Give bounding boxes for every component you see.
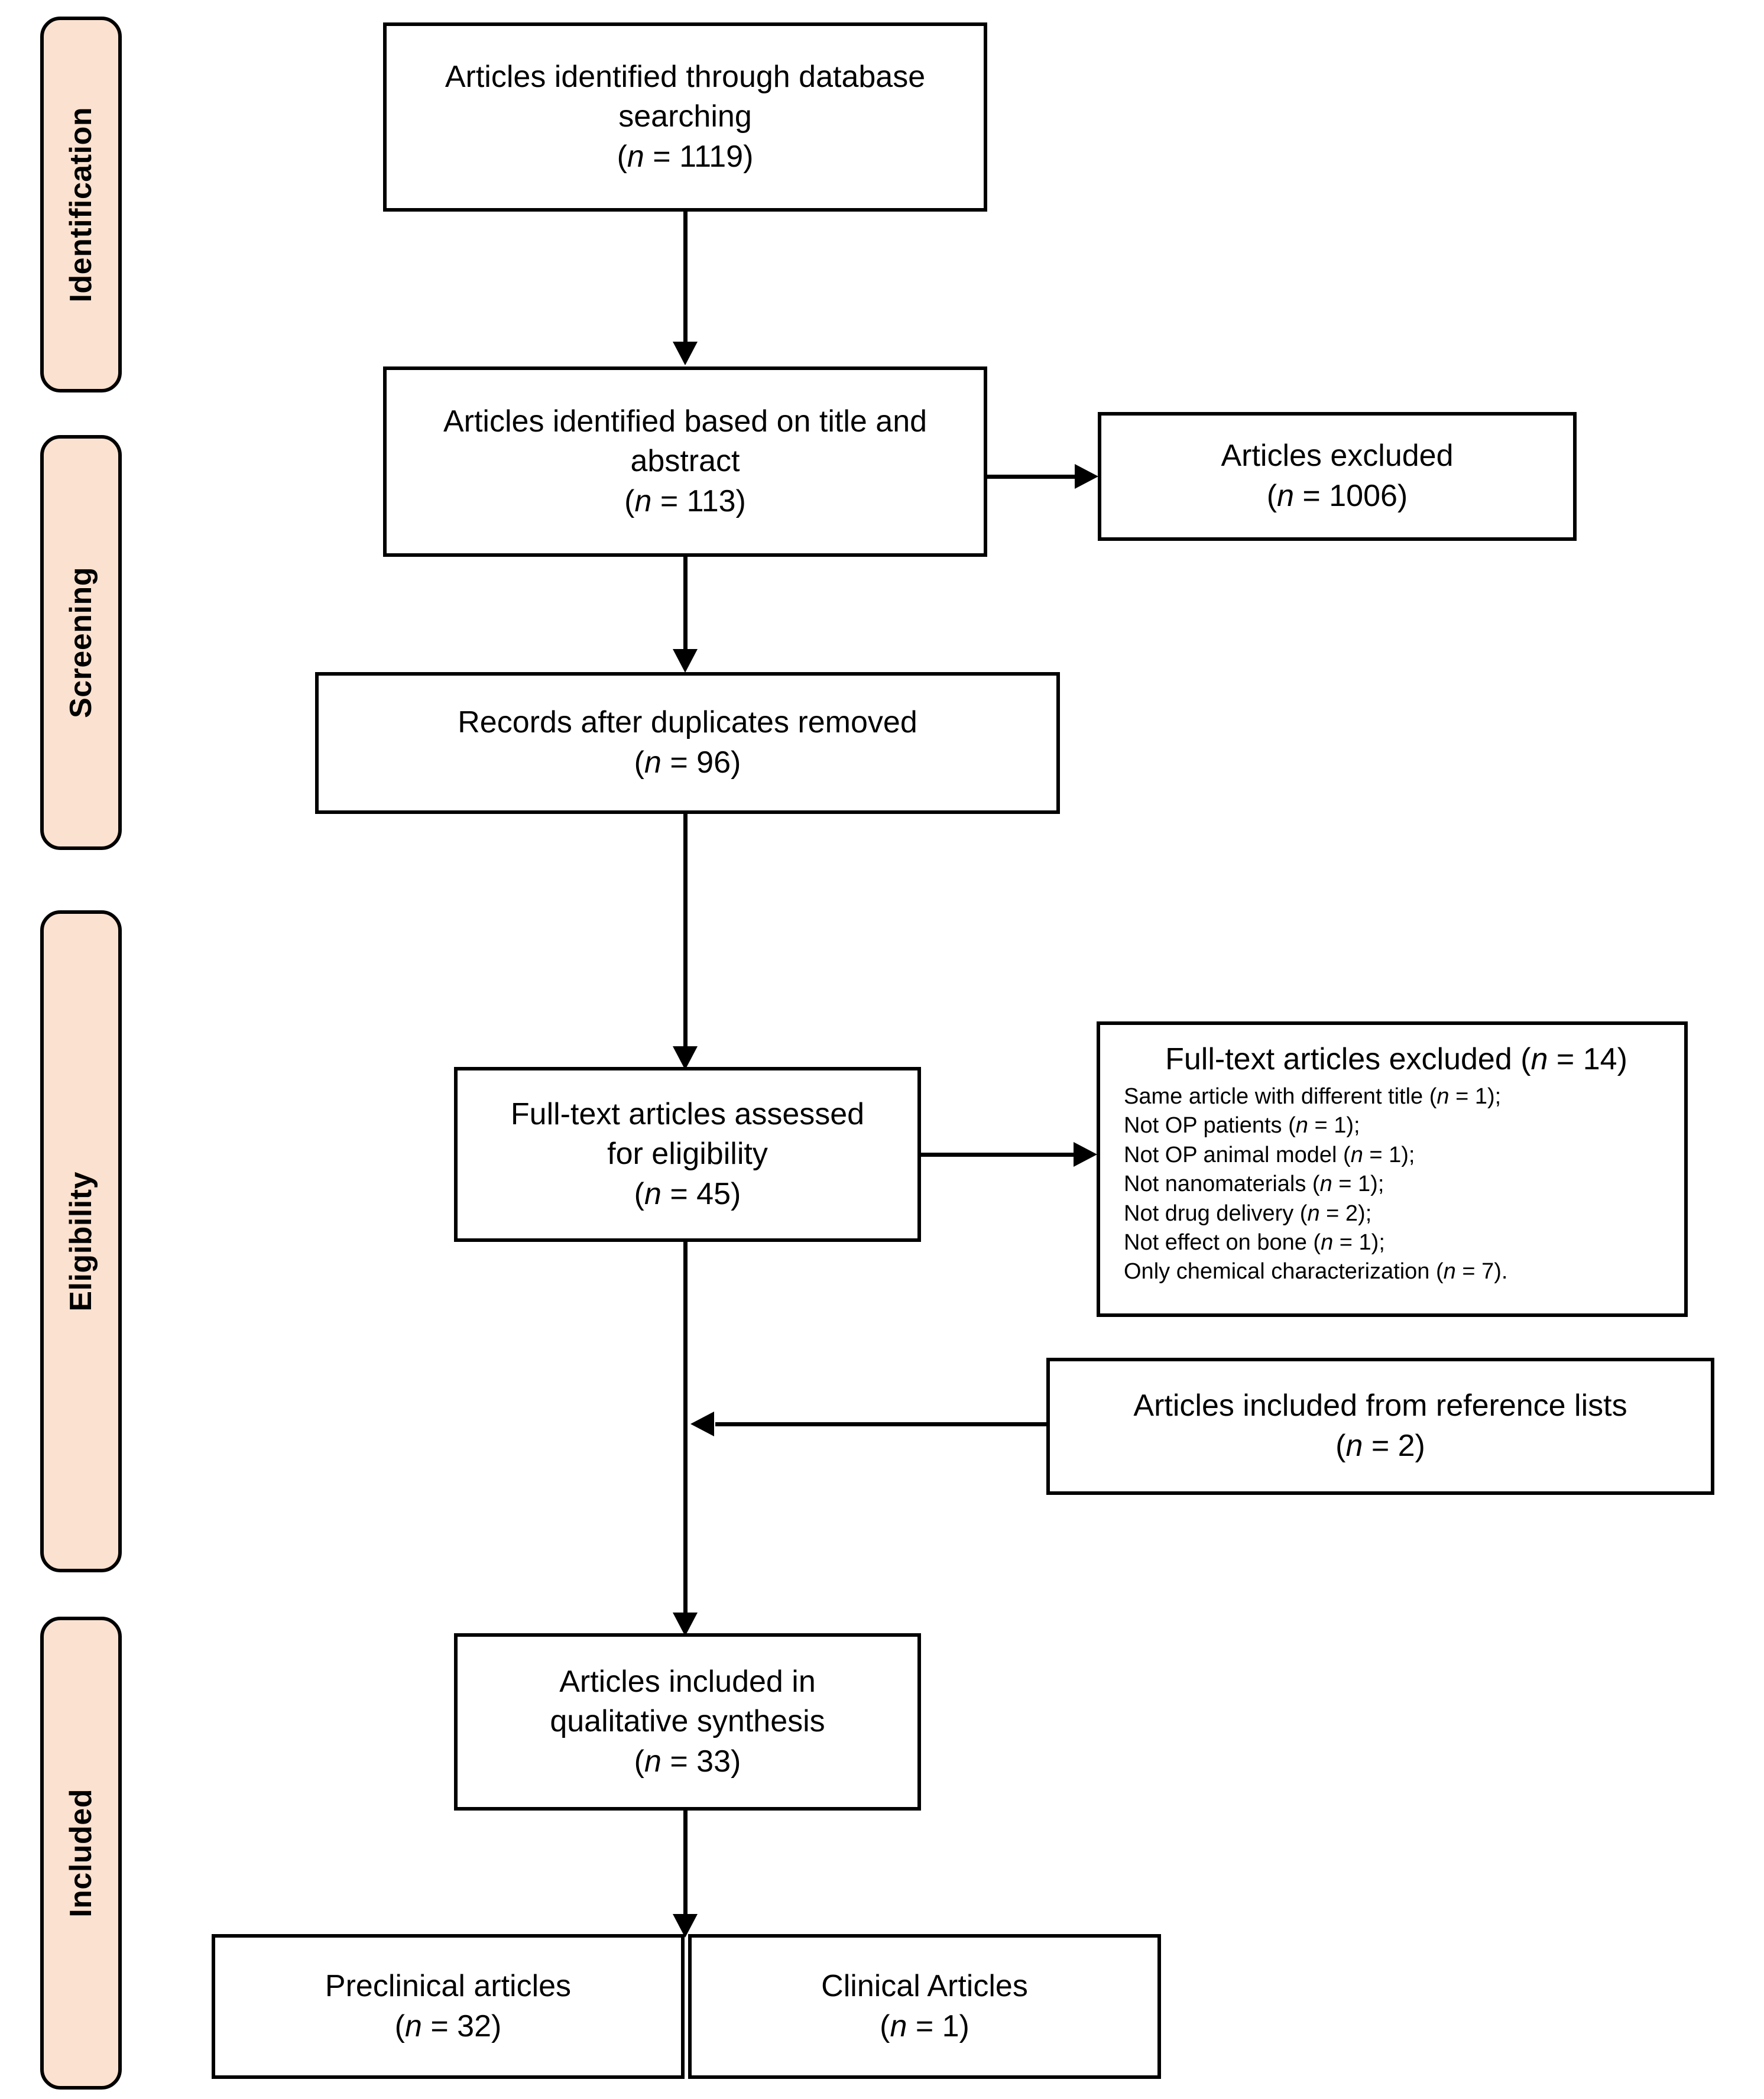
box-articles-from-reference-lists: Articles included from reference lists (… xyxy=(1046,1358,1714,1495)
connector-title-abstract-to-excluded xyxy=(987,475,1077,479)
box-fulltext-assessed-line2: for eligibility xyxy=(607,1137,768,1172)
reason-item: Not OP patients (n = 1); xyxy=(1124,1113,1360,1138)
box-articles-identified-title-abstract: Articles identified based on title and a… xyxy=(383,366,987,557)
box-articles-from-reference-lists-line1: Articles included from reference lists xyxy=(1133,1388,1627,1423)
arrowhead-db-to-title-abstract xyxy=(673,342,698,365)
connector-records-to-fulltext xyxy=(683,814,688,1048)
phase-tab-included: Included xyxy=(40,1617,122,2090)
box-clinical-articles: Clinical Articles (n = 1) xyxy=(688,1934,1161,2079)
reason-item: Same article with different title (n = 1… xyxy=(1124,1084,1502,1109)
arrowhead-records-to-fulltext xyxy=(673,1046,698,1070)
phase-tab-identification: Identification xyxy=(40,17,122,392)
box-articles-identified-database: Articles identified through database sea… xyxy=(383,22,987,212)
box-articles-identified-database-line2: searching xyxy=(618,99,752,134)
box-articles-excluded-line1: Articles excluded xyxy=(1221,439,1454,473)
arrowhead-title-abstract-to-records xyxy=(673,649,698,673)
reason-item: Not OP animal model (n = 1); xyxy=(1124,1142,1415,1167)
box-records-after-duplicates: Records after duplicates removed (n = 96… xyxy=(315,672,1060,814)
box-articles-from-reference-lists-count: (n = 2) xyxy=(1335,1429,1425,1463)
box-clinical-articles-line1: Clinical Articles xyxy=(821,1968,1028,2003)
box-clinical-articles-count: (n = 1) xyxy=(880,2009,969,2043)
arrowhead-fulltext-to-synthesis xyxy=(673,1613,698,1636)
box-records-after-duplicates-line1: Records after duplicates removed xyxy=(458,705,917,740)
arrowhead-fulltext-to-excluded-reasons xyxy=(1074,1142,1097,1167)
box-articles-identified-title-abstract-count: (n = 113) xyxy=(624,484,746,518)
box-fulltext-excluded-reasons: Full-text articles excluded (n = 14) Sam… xyxy=(1097,1021,1688,1317)
arrowhead-synthesis-to-final xyxy=(673,1914,698,1938)
connector-synthesis-to-final xyxy=(683,1811,688,1917)
box-fulltext-assessed: Full-text articles assessed for eligibil… xyxy=(454,1067,921,1242)
connector-title-abstract-to-records xyxy=(683,557,688,650)
box-qualitative-synthesis: Articles included in qualitative synthes… xyxy=(454,1633,921,1811)
reason-item: Not drug delivery (n = 2); xyxy=(1124,1201,1372,1226)
box-articles-identified-title-abstract-line2: abstract xyxy=(630,444,740,479)
box-fulltext-excluded-title: Full-text articles excluded (n = 14) xyxy=(1165,1042,1627,1076)
box-fulltext-assessed-line1: Full-text articles assessed xyxy=(510,1096,865,1131)
box-articles-excluded-count: (n = 1006) xyxy=(1266,479,1408,513)
reason-item: Not nanomaterials (n = 1); xyxy=(1124,1172,1384,1197)
box-records-after-duplicates-count: (n = 96) xyxy=(634,745,741,780)
phase-tab-identification-label: Identification xyxy=(64,106,98,303)
box-fulltext-assessed-count: (n = 45) xyxy=(634,1176,741,1211)
connector-fulltext-to-synthesis xyxy=(683,1242,688,1614)
connector-reference-lists-to-spine xyxy=(715,1422,1046,1426)
phase-tab-screening-label: Screening xyxy=(64,567,98,718)
box-preclinical-articles-line1: Preclinical articles xyxy=(325,1968,572,2003)
box-qualitative-synthesis-count: (n = 33) xyxy=(634,1744,741,1779)
connector-db-to-title-abstract xyxy=(683,212,688,343)
box-qualitative-synthesis-line1: Articles included in xyxy=(559,1664,816,1699)
phase-tab-eligibility: Eligibility xyxy=(40,910,122,1572)
box-articles-identified-database-count: (n = 1119) xyxy=(617,139,754,174)
box-preclinical-articles-count: (n = 32) xyxy=(394,2009,502,2043)
box-qualitative-synthesis-line2: qualitative synthesis xyxy=(550,1704,825,1739)
box-articles-identified-database-line1: Articles identified through database xyxy=(445,59,926,94)
box-articles-excluded: Articles excluded (n = 1006) xyxy=(1098,412,1577,541)
box-preclinical-articles: Preclinical articles (n = 32) xyxy=(212,1934,685,2079)
arrowhead-title-abstract-to-excluded xyxy=(1075,464,1098,489)
reason-item: Not effect on bone (n = 1); xyxy=(1124,1229,1385,1255)
connector-fulltext-to-excluded-reasons xyxy=(921,1153,1076,1157)
phase-tab-screening: Screening xyxy=(40,435,122,850)
reason-item: Only chemical characterization (n = 7). xyxy=(1124,1259,1508,1284)
phase-tab-included-label: Included xyxy=(64,1789,98,1918)
arrowhead-reference-lists-to-spine xyxy=(690,1412,714,1436)
box-articles-identified-title-abstract-line1: Articles identified based on title and xyxy=(443,404,928,439)
phase-tab-eligibility-label: Eligibility xyxy=(64,1171,98,1312)
